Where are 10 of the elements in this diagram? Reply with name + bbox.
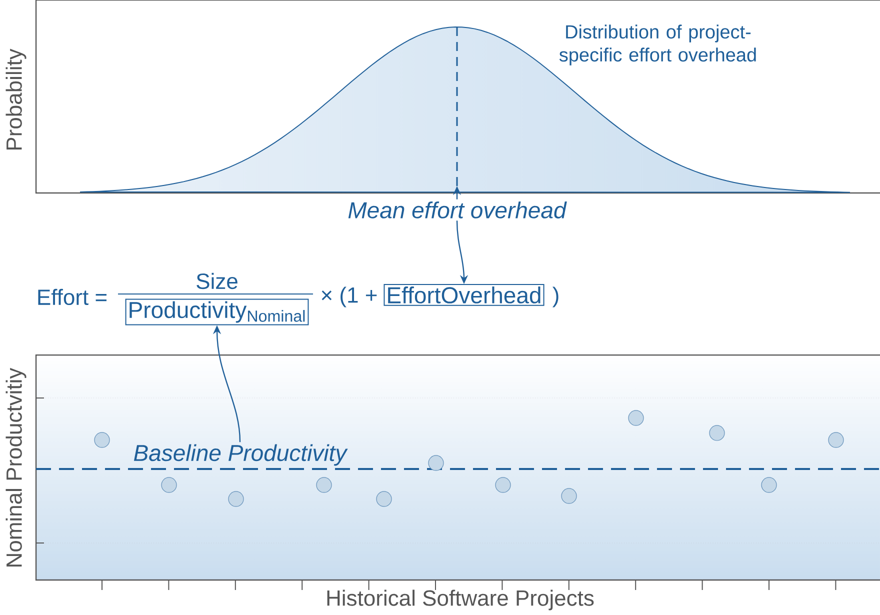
axis-label: Historical Software Projects [327,590,594,610]
curve-label: Distribution of project-specific effort overhead [559,24,756,66]
formula-text: × (1 + [322,286,377,308]
callout-text: Baseline Productivity [134,444,348,466]
formula-text: Effort = [38,288,106,306]
formula-term-box: EffortOverhead [384,284,544,306]
axis-label: Probability [6,48,26,150]
callout-text: Mean effort overhead [348,202,567,218]
axis-label: Nominal Productvitiy [6,368,26,566]
formula-term-box: Productivity$_{Nominal}$ [125,298,309,326]
